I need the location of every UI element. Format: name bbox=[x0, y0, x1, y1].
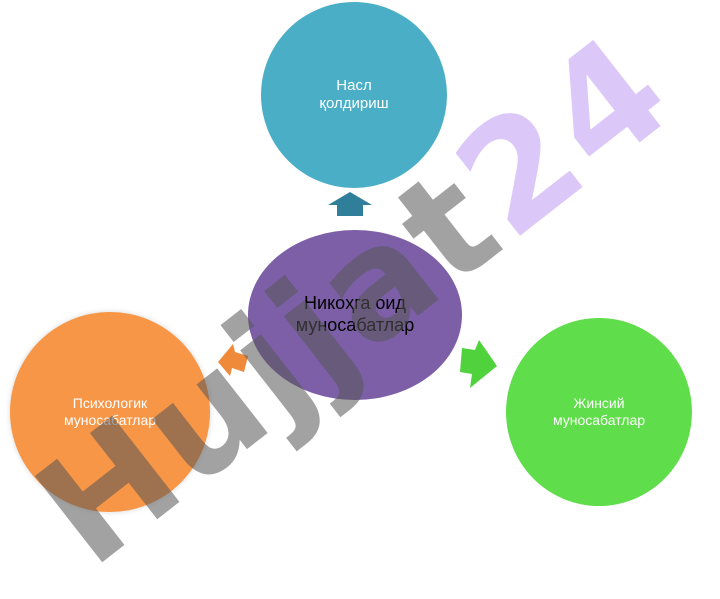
arrow-up-icon bbox=[328, 192, 372, 216]
marital-relations-node: Никоҳга оид муносабатлар bbox=[248, 230, 462, 400]
psychological-relations-node: Психологик муносабатлар bbox=[10, 312, 210, 512]
marital-relations-label: Никоҳга оид муносабатлар bbox=[295, 293, 415, 335]
sexual-relations-label: Жинсий муносабатлар bbox=[552, 394, 646, 428]
arrow-right-icon bbox=[460, 340, 497, 388]
watermark-text-number: 24 bbox=[425, 0, 704, 272]
offspring-label: Насл қолдириш bbox=[319, 76, 389, 112]
offspring-node: Насл қолдириш bbox=[261, 2, 447, 188]
psychological-relations-label: Психологик муносабатлар bbox=[63, 394, 157, 428]
arrow-left-icon bbox=[218, 344, 248, 376]
sexual-relations-node: Жинсий муносабатлар bbox=[506, 318, 692, 506]
